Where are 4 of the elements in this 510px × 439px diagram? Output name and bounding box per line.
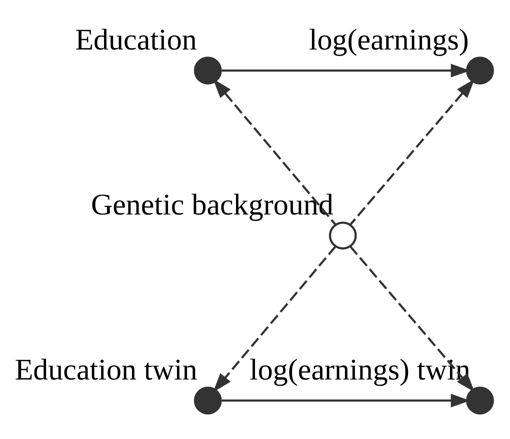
node-label: Education twin bbox=[14, 354, 198, 387]
node-label: log(earnings) bbox=[308, 24, 469, 57]
node-label: Genetic background bbox=[90, 188, 334, 222]
node-label: Education bbox=[75, 24, 197, 57]
